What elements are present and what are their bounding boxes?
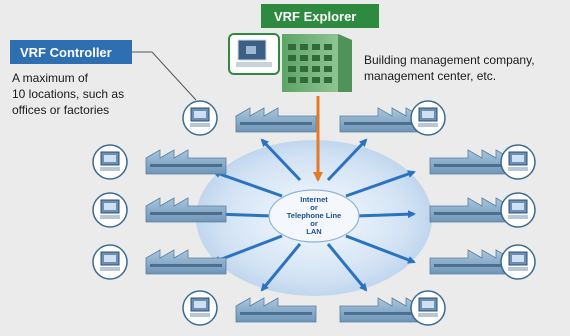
factory-icon — [145, 197, 227, 223]
arrow-to-site-10 — [326, 243, 368, 292]
arrow-to-site-9 — [345, 234, 416, 264]
monitor-icon — [410, 100, 446, 136]
sites-group — [92, 100, 536, 326]
controller-note-line-3: offices or factories — [12, 103, 109, 117]
vrf-controller-label: VRF Controller — [20, 45, 112, 60]
site-9 — [429, 244, 536, 280]
factory-icon — [235, 297, 317, 323]
monitor-icon — [410, 290, 446, 326]
vrf-explorer-tag — [261, 4, 379, 28]
factory-icon — [145, 149, 227, 175]
monitor-icon — [182, 100, 218, 136]
site-6 — [339, 100, 446, 136]
monitor-icon — [500, 144, 536, 180]
arrow-to-site-8 — [353, 210, 416, 219]
monitor-icon — [500, 244, 536, 280]
factory-icon — [145, 249, 227, 275]
controller-leader-line — [132, 51, 197, 101]
vrf-explorer-label: VRF Explorer — [274, 9, 356, 24]
explorer-note-line-2: management center, etc. — [364, 69, 496, 83]
monitor-icon — [182, 290, 218, 326]
arrow-to-site-6 — [326, 138, 368, 182]
arrow-to-site-1 — [260, 138, 302, 182]
monitor-icon — [92, 244, 128, 280]
hub-line-1: Internet — [300, 195, 328, 204]
factory-icon — [339, 297, 421, 323]
monitor-icon — [92, 192, 128, 228]
arrow-to-site-5 — [260, 243, 302, 292]
factory-icon — [339, 107, 421, 133]
factory-icon — [429, 249, 511, 275]
hub-line-2: or — [310, 203, 318, 212]
controller-note-line-1: A maximum of — [12, 71, 89, 85]
factory-icon — [235, 107, 317, 133]
controller-note-line-2: 10 locations, such as — [12, 87, 124, 101]
site-8 — [429, 192, 536, 228]
vrf-controller-tag — [10, 40, 132, 64]
hub-oval — [268, 189, 360, 243]
factory-icon — [429, 149, 511, 175]
site-4 — [92, 244, 227, 280]
site-1 — [182, 100, 317, 136]
site-2 — [92, 144, 227, 180]
site-10 — [339, 290, 446, 326]
building-icon — [282, 34, 352, 92]
hub-line-4: or — [310, 219, 318, 228]
factory-icon — [429, 197, 511, 223]
monitor-icon — [92, 144, 128, 180]
site-5 — [182, 290, 317, 326]
arrow-to-site-7 — [345, 170, 416, 198]
site-7 — [429, 144, 536, 180]
hub-line-5: LAN — [306, 227, 321, 236]
site-3 — [92, 192, 227, 228]
monitor-icon — [500, 192, 536, 228]
hub-line-3: Telephone Line — [287, 211, 341, 220]
explorer-note-line-1: Building management company, — [364, 53, 535, 67]
arrow-to-site-2 — [212, 170, 283, 198]
explorer-monitor-icon — [228, 33, 280, 75]
